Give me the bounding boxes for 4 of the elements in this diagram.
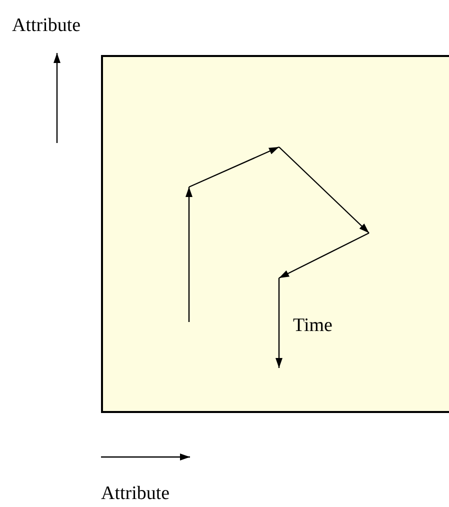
- axis-label: Time: [293, 316, 332, 335]
- axis-label: Attribute: [12, 16, 81, 35]
- axis-label: Attribute: [101, 484, 170, 503]
- plot-panel: [101, 55, 449, 413]
